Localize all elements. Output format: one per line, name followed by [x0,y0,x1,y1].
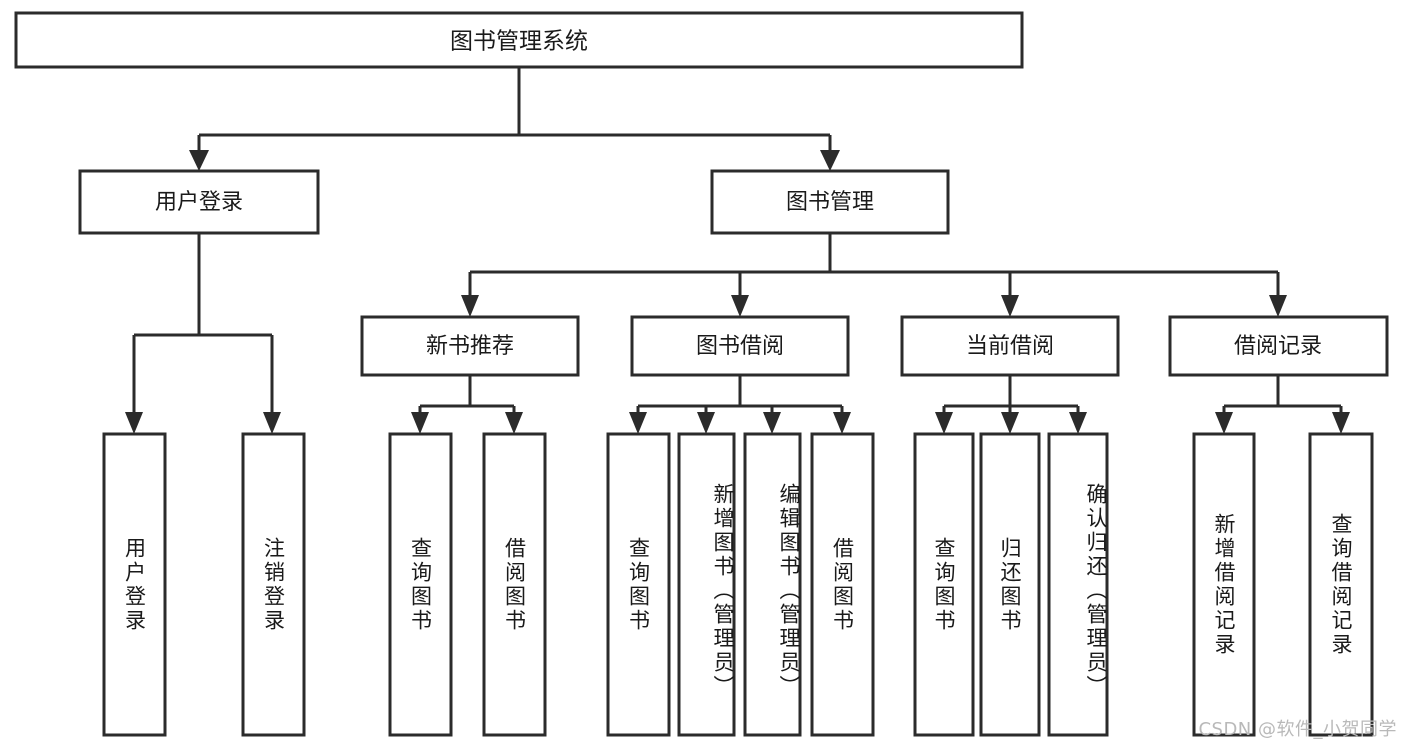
node-borrow-record-label: 借阅记录 [1234,334,1322,359]
node-current-borrow[interactable]: 当前借阅 [900,315,1120,377]
leaf-box-borrow-add[interactable] [677,432,736,737]
arrow-head-book-manage [820,150,840,171]
leaf-box-current-confirm[interactable] [1047,432,1109,737]
arrow-head-newbook-query [411,412,429,434]
node-borrow-record-box[interactable] [1168,315,1389,377]
leaf-box-newbook-borrow[interactable] [482,432,547,737]
connector-group-book-manage [461,233,1287,317]
leaf-box-record-add[interactable] [1192,432,1256,737]
node-current-borrow-label: 当前借阅 [966,334,1054,359]
connector-group-root [189,67,840,171]
arrow-head-borrow-lend [833,412,851,434]
connector-group-new-book [411,375,523,434]
connector-group-current-borrow [935,375,1087,434]
node-root-box[interactable] [14,11,1024,69]
arrow-head-user-login [189,150,209,171]
node-new-book-recommend-box[interactable] [360,315,580,377]
arrow-head-borrow-query [629,412,647,434]
node-new-book-recommend[interactable]: 新书推荐 [360,315,580,377]
node-user-login-box[interactable] [78,169,320,235]
leaf-box-user-login[interactable] [102,432,167,737]
leaf-box-group [102,432,1374,737]
node-book-borrow-label: 图书借阅 [696,334,784,359]
arrow-head-current-confirm [1069,412,1087,434]
node-current-borrow-box[interactable] [900,315,1120,377]
node-book-manage-label: 图书管理 [786,190,874,215]
arrow-head-book-borrow [731,295,749,317]
leaf-box-borrow-lend[interactable] [810,432,875,737]
leaf-box-current-query[interactable] [913,432,975,737]
arrow-head-leaf-user-login [125,412,143,434]
leaf-box-record-query[interactable] [1308,432,1374,737]
arrow-head-current-borrow [1001,295,1019,317]
arrow-head-current-query [935,412,953,434]
node-new-book-recommend-label: 新书推荐 [426,334,514,359]
node-book-manage-box[interactable] [710,169,950,235]
node-root[interactable]: 图书管理系统 [14,11,1024,69]
leaf-box-newbook-query[interactable] [388,432,453,737]
arrow-head-borrow-add [697,412,715,434]
leaf-box-borrow-edit[interactable] [743,432,802,737]
connector-group-book-borrow [629,375,851,434]
node-root-label: 图书管理系统 [450,29,588,55]
leaf-box-current-return[interactable] [979,432,1041,737]
arrow-head-borrow-edit [763,412,781,434]
node-book-borrow[interactable]: 图书借阅 [630,315,850,377]
connector-group-user-login [125,233,281,434]
connector-group-borrow-record [1215,375,1350,434]
node-book-borrow-box[interactable] [630,315,850,377]
arrow-head-new-book [461,295,479,317]
node-borrow-record[interactable]: 借阅记录 [1168,315,1389,377]
leaf-box-borrow-query[interactable] [606,432,671,737]
arrow-head-record-query [1332,412,1350,434]
csdn-watermark: CSDN @软件_小贺同学 [1198,719,1397,740]
arrow-head-newbook-borrow [505,412,523,434]
node-user-login-label: 用户登录 [155,190,243,215]
arrow-head-borrow-record [1269,295,1287,317]
leaf-box-logout[interactable] [241,432,306,737]
arrow-head-record-add [1215,412,1233,434]
node-book-manage[interactable]: 图书管理 [710,169,950,235]
arrow-head-current-return [1001,412,1019,434]
arrow-head-leaf-logout [263,412,281,434]
node-user-login[interactable]: 用户登录 [78,169,320,235]
